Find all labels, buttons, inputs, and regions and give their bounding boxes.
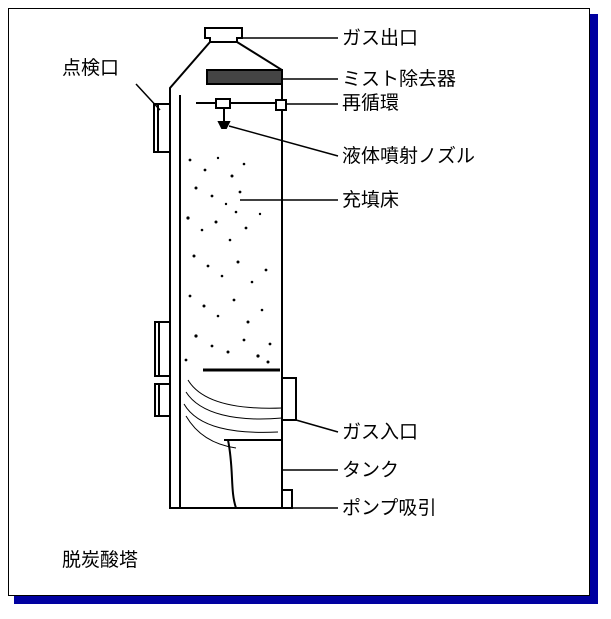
label-pump-suction: ポンプ吸引 — [342, 497, 437, 519]
gas-outlet-duct — [204, 27, 243, 43]
figure-frame — [8, 8, 590, 596]
label-tank: タンク — [342, 459, 400, 481]
label-packed-bed: 充填床 — [342, 189, 400, 211]
diagram-caption: 脱炭酸塔 — [62, 549, 139, 571]
leader-spray-nozzle — [228, 125, 339, 157]
recirculation-valve — [215, 98, 231, 109]
lower-inspection-ports — [154, 321, 171, 417]
gas-inlet-duct — [282, 377, 297, 421]
label-gas-outlet: ガス出口 — [342, 27, 419, 49]
pump-suction-nozzle — [282, 489, 293, 509]
label-liquid-spray-nozzle: 液体噴射ノズル — [342, 145, 476, 167]
mist-eliminator-pad — [206, 69, 283, 85]
inspection-port — [153, 103, 171, 153]
label-gas-inlet: ガス入口 — [342, 421, 419, 443]
label-recirculation: 再循環 — [342, 92, 400, 114]
leader-inspection-port — [135, 83, 161, 111]
label-mist-eliminator: ミスト除去器 — [342, 68, 457, 90]
leader-gas-inlet — [295, 419, 339, 433]
recirculation-flange — [275, 99, 287, 111]
tank-inner — [224, 439, 282, 509]
gas-flow-lines — [183, 379, 283, 449]
packing-material — [184, 156, 272, 364]
spray-nozzle — [217, 108, 231, 129]
tower-shell — [169, 88, 283, 509]
label-inspection-port: 点検口 — [62, 57, 120, 79]
